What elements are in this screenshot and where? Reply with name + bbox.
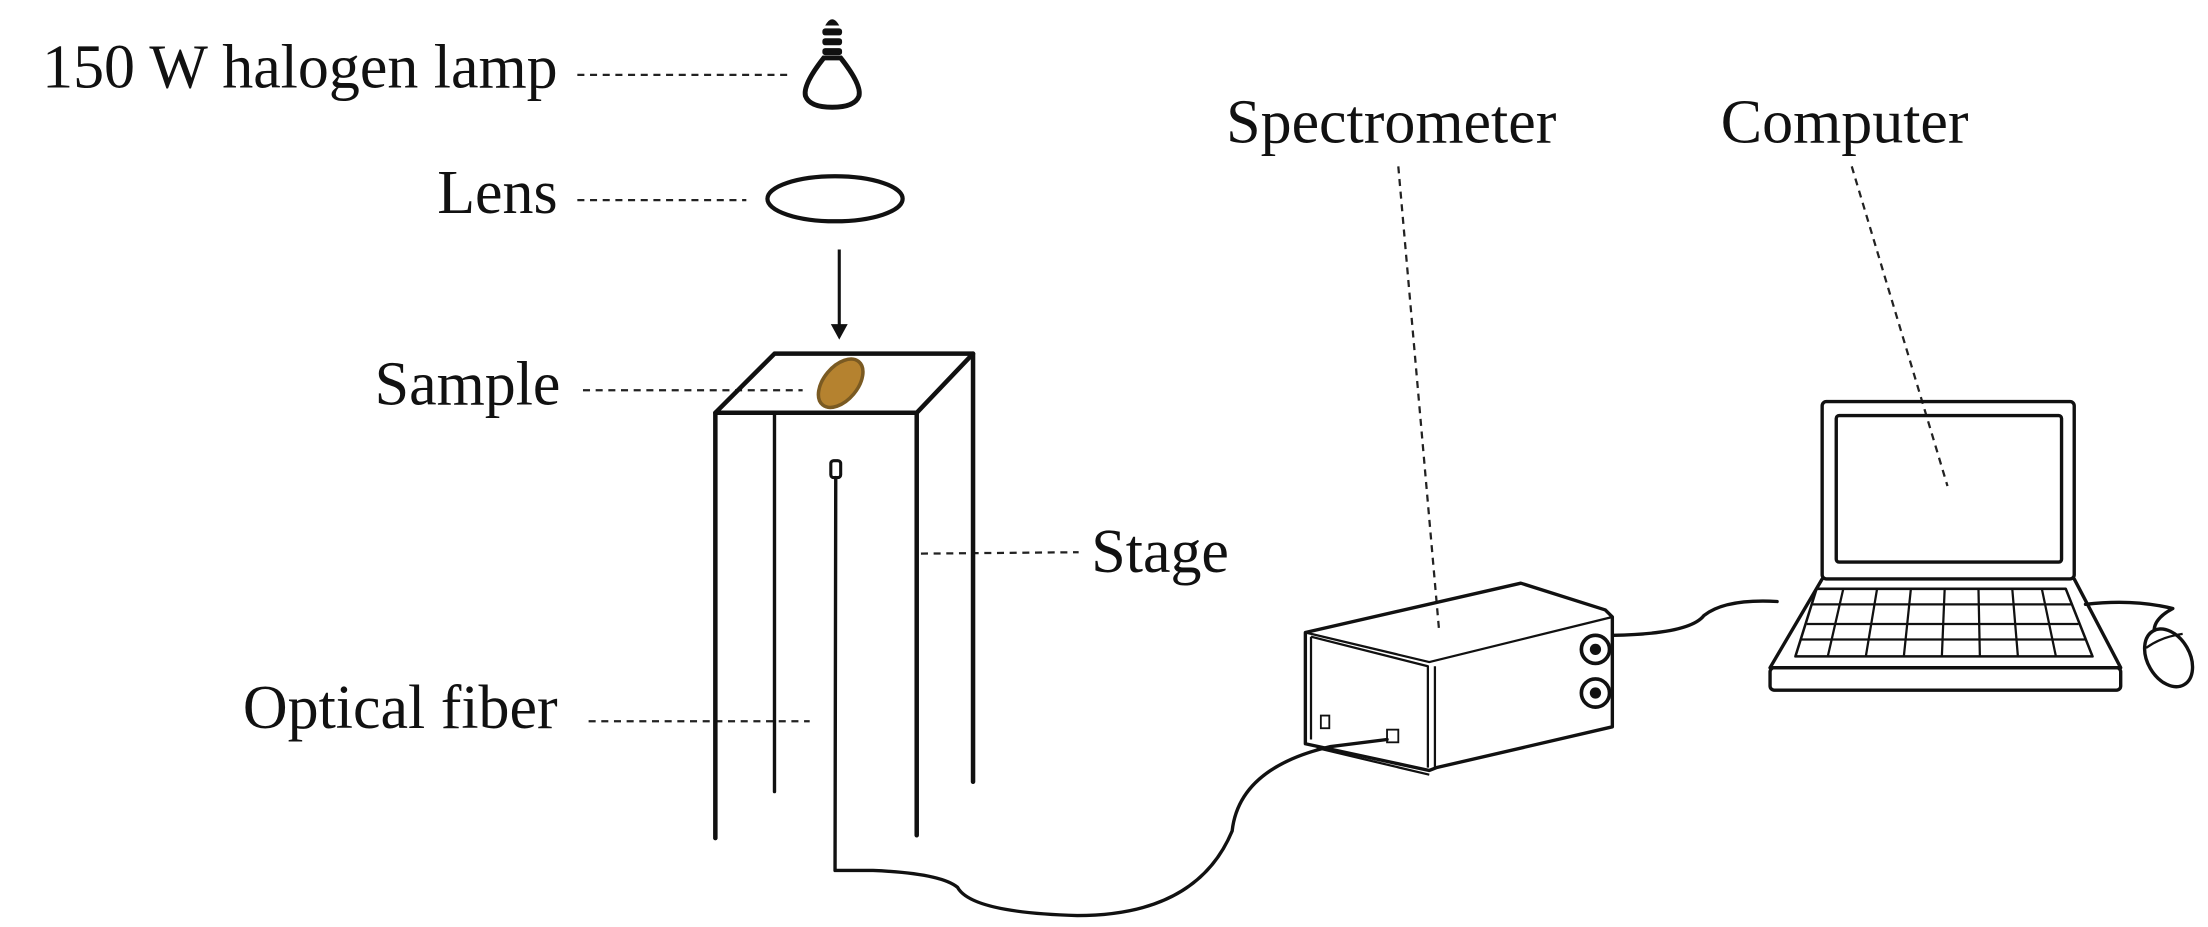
label-computer: Computer: [1721, 88, 1969, 156]
keyboard: [1794, 587, 2094, 658]
mouse: [2142, 627, 2195, 689]
label-sample: Sample: [375, 350, 561, 418]
laptop-computer: [1768, 399, 2123, 692]
spectrometer: [1303, 581, 1615, 776]
mouse-cord: [2083, 600, 2175, 636]
leader-computer: [1850, 166, 1949, 487]
usb-cable: [1612, 599, 1779, 637]
label-spectrometer: Spectrometer: [1226, 88, 1557, 156]
light-arrow: [830, 249, 848, 340]
stage: [713, 351, 976, 841]
lens: [765, 174, 905, 224]
lamp-icon: [802, 19, 862, 110]
leader-stage: [920, 551, 1079, 555]
label-lens: Lens: [437, 159, 557, 227]
label-optical-fiber: Optical fiber: [243, 674, 558, 742]
label-lamp: 150 W halogen lamp: [42, 34, 557, 102]
leader-spectrometer: [1397, 166, 1441, 632]
sample: [816, 357, 865, 410]
optical-fiber: [829, 459, 1389, 918]
label-stage: Stage: [1091, 518, 1229, 586]
